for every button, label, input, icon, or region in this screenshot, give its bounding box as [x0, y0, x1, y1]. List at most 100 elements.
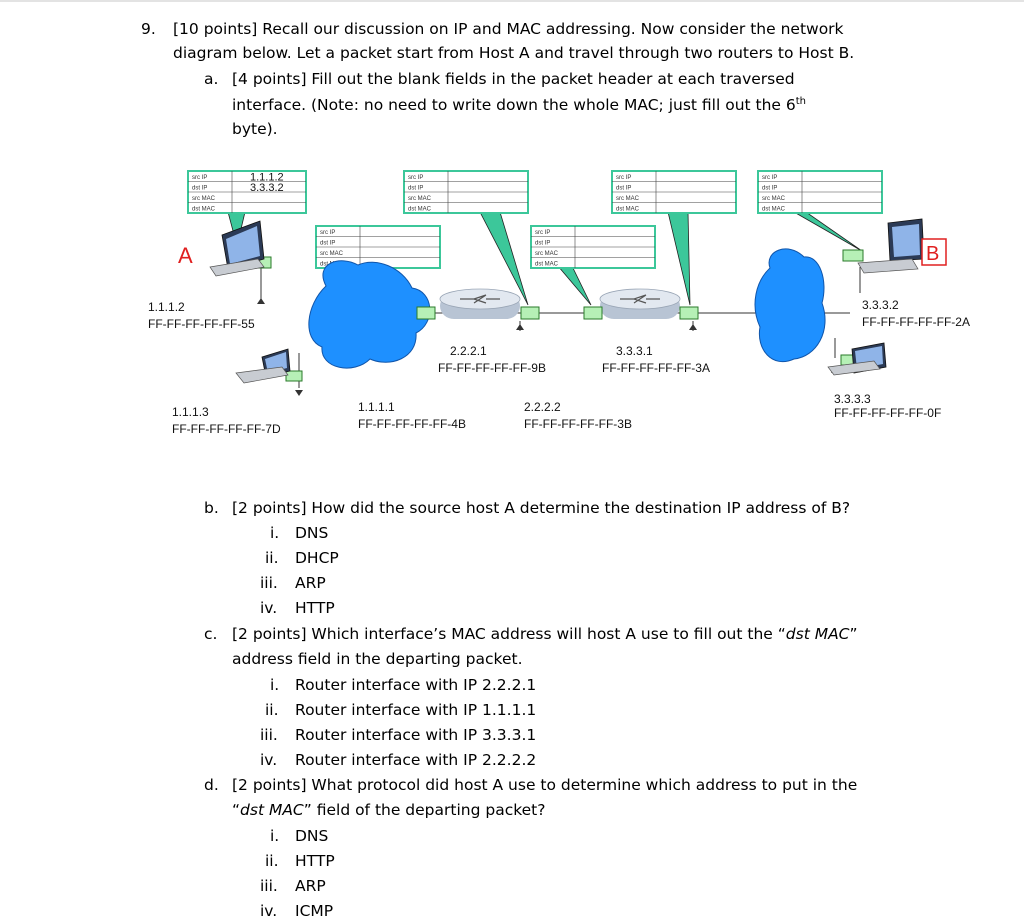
- part-b-question: [2 points] How did the source host A det…: [232, 499, 851, 517]
- part-b-option-3-num: iii.: [260, 574, 278, 592]
- host-113-mac: FF-FF-FF-FF-FF-7D: [172, 422, 281, 436]
- host-a-computer-icon: [209, 220, 265, 277]
- part-c-option-3: Router interface with IP 3.3.3.1: [295, 726, 537, 744]
- part-b-option-1: DNS: [295, 524, 329, 542]
- subnet-1-cloud: [308, 260, 431, 369]
- header-field-label-src-ip: src IP: [762, 175, 777, 181]
- r1-right-mac: FF-FF-FF-FF-FF-9B: [438, 361, 546, 375]
- host-b-mac: FF-FF-FF-FF-FF-2A: [862, 315, 970, 329]
- part-c-option-2-num: ii.: [265, 701, 279, 719]
- part-d-open-quote: “: [232, 801, 241, 819]
- header-field-label-dst-mac: dst MAC: [408, 206, 432, 212]
- header-field-label-dst-ip: dst IP: [535, 240, 550, 246]
- question-9: 9. [10 points] Recall our discussion on …: [141, 17, 1021, 65]
- part-d-option-2: HTTP: [295, 852, 335, 870]
- host-113-computer-icon: [235, 348, 291, 384]
- callout-tail-host-b: [792, 211, 863, 252]
- part-b-option-3: ARP: [295, 574, 326, 592]
- host-333-keyboard: [827, 360, 881, 376]
- part-a-line-2: interface. (Note: no need to write down …: [232, 93, 806, 117]
- r1-right-ip: 2.2.2.1: [450, 344, 487, 358]
- host-a-screen-glass: [226, 226, 260, 264]
- header-field-label-src-mac: src MAC: [616, 196, 640, 202]
- part-d-option-1-num: i.: [270, 827, 280, 845]
- part-d-line-1: [2 points] What protocol did host A use …: [232, 776, 858, 794]
- router-1-arrows-icon: [460, 294, 500, 304]
- header-field-label-src-ip: src IP: [320, 230, 335, 236]
- header-field-label-dst-ip: dst IP: [762, 185, 777, 191]
- host-a-label: A: [178, 243, 193, 268]
- header-field-label-dst-mac: dst MAC: [192, 206, 216, 212]
- arrow-r2: [689, 324, 697, 330]
- host-333-ip: 3.3.3.3: [834, 392, 871, 406]
- part-d-option-3: ARP: [295, 877, 326, 895]
- header-field-value-dst-ip: 3.3.3.2: [250, 182, 284, 194]
- header-field-label-dst-mac: dst MAC: [762, 206, 786, 212]
- host-b-computer-icon: [857, 218, 925, 274]
- header-field-label-src-ip: src IP: [616, 175, 631, 181]
- host-a-ip: 1.1.1.2: [148, 300, 185, 314]
- r1-left-ip: 1.1.1.1: [358, 400, 395, 414]
- part-b-option-4-num: iv.: [260, 599, 278, 617]
- r2-right-mac: FF-FF-FF-FF-FF-3A: [602, 361, 710, 375]
- network-diagram: src IP 1.1.1.2 dst IP 3.3.3.2 src MAC dst MAC…: [148, 170, 970, 436]
- arrow-r1: [516, 324, 524, 330]
- header-field-label-src-mac: src MAC: [320, 251, 344, 257]
- part-d-letter: d.: [204, 776, 219, 794]
- question-line-2: diagram below. Let a packet start from H…: [173, 44, 855, 62]
- part-d-option-1: DNS: [295, 827, 329, 845]
- interface-r2-left: [583, 306, 603, 320]
- host-113-ip: 1.1.1.3: [172, 405, 209, 419]
- header-field-label-src-mac: src MAC: [762, 196, 786, 202]
- part-b-option-2-num: ii.: [265, 549, 279, 567]
- part-d-option-4-num: iv.: [260, 902, 278, 920]
- host-a-mac: FF-FF-FF-FF-FF-55: [148, 317, 255, 331]
- part-a-line-1: [4 points] Fill out the blank fields in …: [232, 70, 795, 88]
- part-d-line-2: “dst MAC” field of the departing packet?: [232, 798, 546, 822]
- part-c-close-quote: ”: [849, 625, 858, 643]
- question-number: 9.: [141, 20, 156, 38]
- part-a-superscript: th: [795, 95, 807, 107]
- header-field-value-src-ip: 1.1.1.2: [250, 172, 284, 184]
- host-b-label: B: [926, 243, 939, 265]
- interface-r1-left: [416, 306, 436, 320]
- part-b-option-4: HTTP: [295, 599, 335, 617]
- part-b-option-2: DHCP: [295, 549, 339, 567]
- header-field-label-src-mac: src MAC: [408, 196, 432, 202]
- part-b-letter: b.: [204, 499, 219, 517]
- host-333-mac: FF-FF-FF-FF-FF-0F: [834, 406, 941, 420]
- header-field-label-dst-ip: dst IP: [320, 240, 335, 246]
- header-field-label-dst-ip: dst IP: [192, 185, 207, 191]
- interface-r2-right: [679, 306, 699, 320]
- page-top-rule: [0, 0, 1024, 2]
- arrow-host-a: [257, 298, 265, 304]
- part-d-option-2-num: ii.: [265, 852, 279, 870]
- host-113-keyboard: [235, 366, 289, 384]
- header-field-label-dst-mac: dst MAC: [616, 206, 640, 212]
- part-b-option-1-num: i.: [270, 524, 280, 542]
- subnet-clouds: [308, 248, 826, 369]
- router-2: [599, 288, 681, 319]
- part-d-option-4: ICMP: [295, 902, 334, 920]
- r1-left-mac: FF-FF-FF-FF-FF-4B: [358, 417, 466, 431]
- host-b-keyboard: [857, 258, 919, 274]
- part-c-option-1-num: i.: [270, 676, 280, 694]
- header-field-label-src-ip: src IP: [408, 175, 423, 181]
- link-arrows: [257, 298, 839, 396]
- callout-tail-r2-right: [667, 211, 691, 306]
- router-1: [439, 288, 521, 319]
- arrow-host-113: [295, 390, 303, 396]
- header-field-label-src-ip: src IP: [535, 230, 550, 236]
- part-a-line-3: byte).: [232, 120, 278, 138]
- address-labels: 1.1.1.2 FF-FF-FF-FF-FF-55 1.1.1.3 FF-FF-…: [148, 298, 970, 436]
- part-d-line-2-text: ” field of the departing packet?: [303, 801, 546, 819]
- part-c-line-1-text: [2 points] Which interface’s MAC address…: [232, 625, 786, 643]
- host-b-label-box: [921, 238, 947, 266]
- host-a-keyboard: [209, 258, 265, 277]
- router-2-arrows-icon: [620, 294, 660, 304]
- header-field-label-src-ip: src IP: [192, 175, 207, 181]
